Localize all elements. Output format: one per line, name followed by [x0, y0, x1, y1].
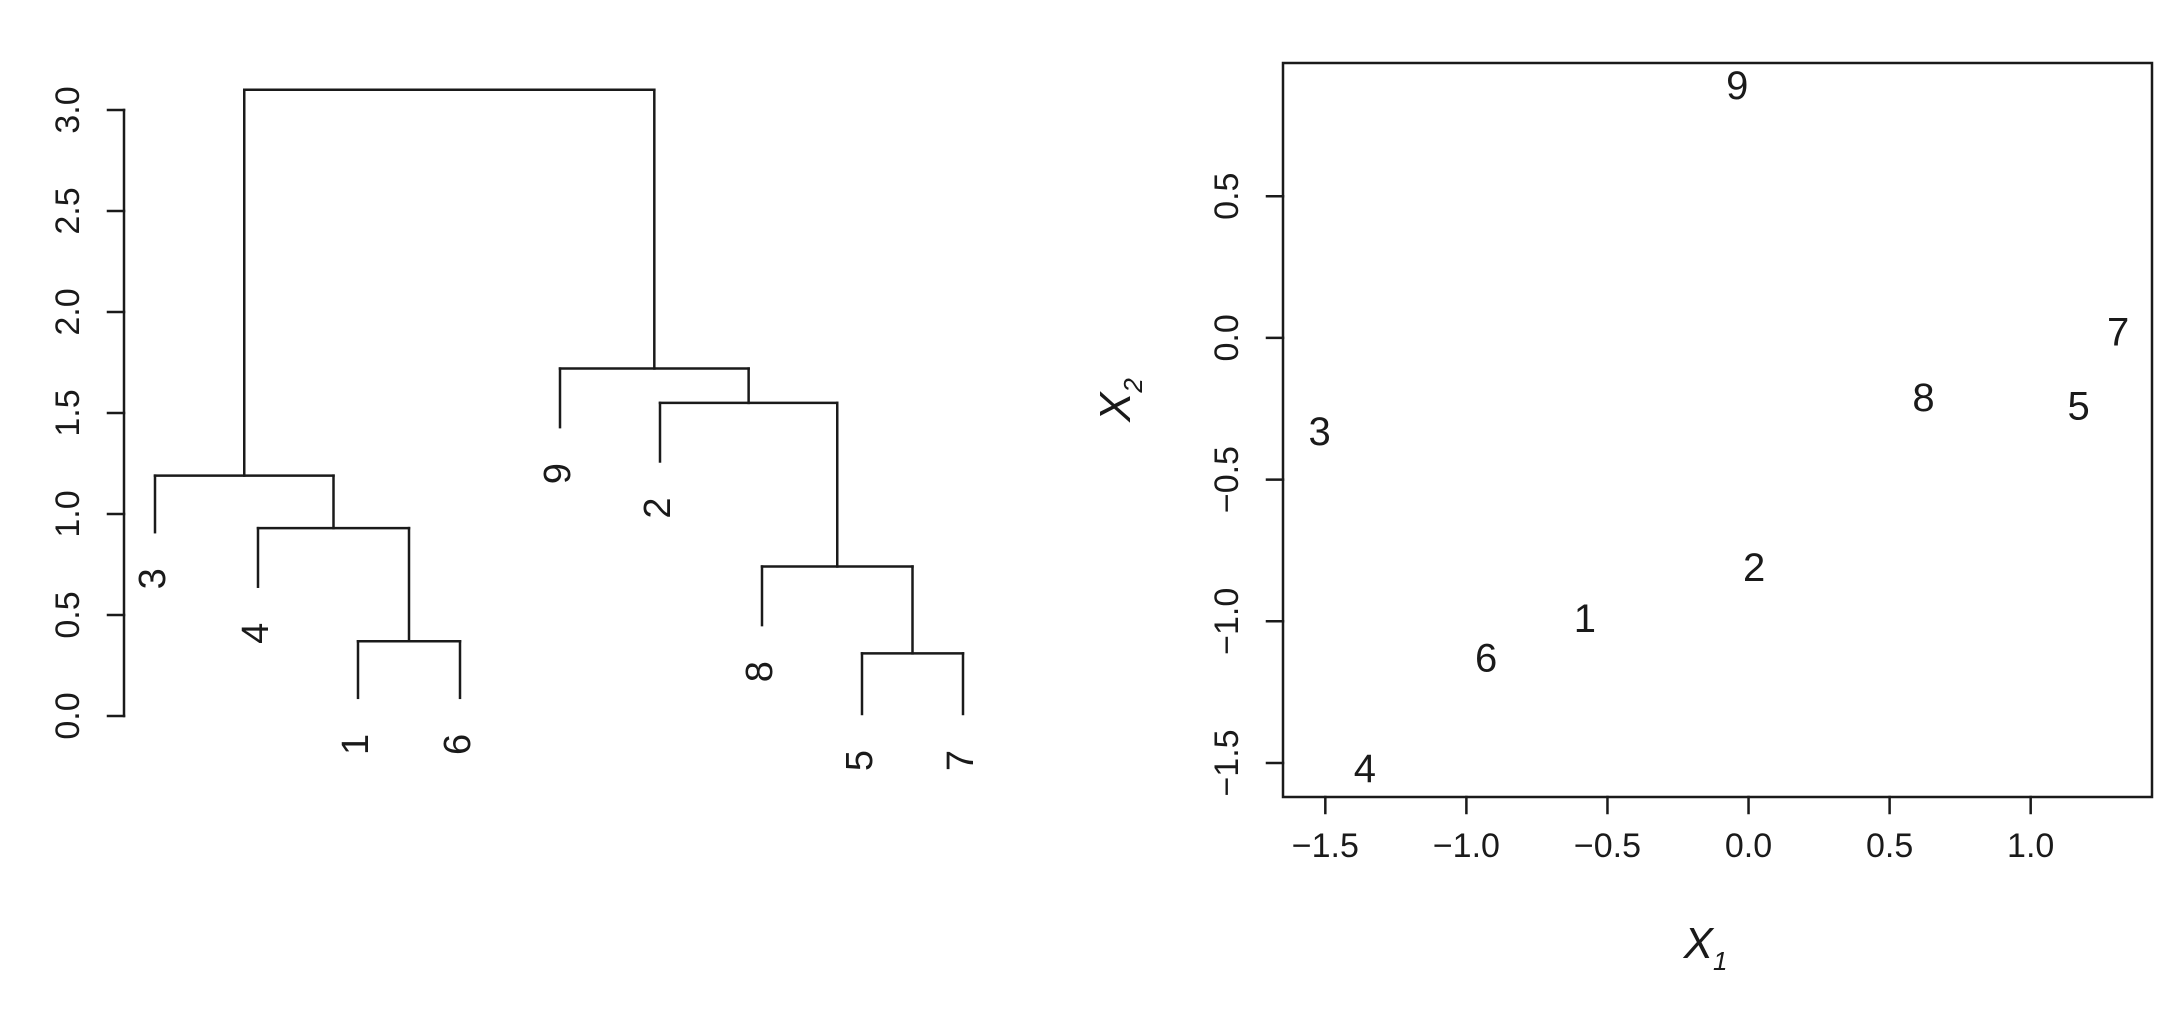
scatter-y-axis-title: X2: [1091, 378, 1148, 423]
scatter-x-axis-title: X1: [1683, 919, 1728, 976]
scatter-x-tick-label: 0.5: [1866, 827, 1913, 865]
dendro-y-tick-label: 1.0: [49, 490, 87, 537]
scatter-point-label: 9: [1726, 64, 1748, 108]
dendro-y-tick-label: 3.0: [49, 86, 87, 133]
dendro-leaf-label: 6: [437, 734, 479, 755]
scatter-y-tick-label: −0.5: [1208, 446, 1246, 513]
scatter-y-axis-title-sub: 2: [1118, 378, 1148, 394]
scatter-point-label: 2: [1743, 546, 1765, 590]
scatter-point-label: 1: [1574, 597, 1596, 641]
dendro-leaf-label: 5: [839, 750, 881, 771]
dendro-y-tick-label: 1.5: [49, 389, 87, 436]
scatter-y-tick-label: −1.5: [1208, 729, 1246, 796]
scatter-y-tick-label: −1.0: [1208, 588, 1246, 655]
dendro-leaf-label: 9: [537, 463, 579, 484]
scatter-x-axis-title-main: X: [1683, 919, 1715, 968]
scatter-point-label: 6: [1475, 637, 1497, 681]
scatter-x-tick-label: −0.5: [1574, 827, 1641, 865]
scatter-point-label: 5: [2068, 384, 2090, 428]
dendro-y-tick-label: 0.0: [49, 692, 87, 739]
scatter-x-tick-label: −1.0: [1433, 827, 1500, 865]
dendro-leaf-label: 4: [235, 623, 277, 644]
scatter-point-label: 8: [1912, 376, 1934, 420]
scatter-x-tick-label: 0.0: [1725, 827, 1772, 865]
scatter-plot-frame: [1281, 61, 2154, 799]
scatter-y-tick-label: 0.5: [1208, 173, 1246, 220]
dendro-leaf-label: 8: [739, 661, 781, 682]
dendro-y-tick-label: 0.5: [49, 591, 87, 638]
scatter-x-tick-label: −1.5: [1292, 827, 1359, 865]
scatter-y-axis-title-main: X: [1091, 391, 1140, 423]
scatter-point-label: 7: [2107, 311, 2129, 355]
dendro-leaf-label: 3: [132, 568, 174, 589]
dendro-leaf-label: 2: [637, 497, 679, 518]
scatter-x-tick-label: 1.0: [2007, 827, 2054, 865]
dendro-leaf-label: 1: [335, 734, 377, 755]
scatter-x-axis-title-sub: 1: [1713, 946, 1727, 976]
dendro-y-tick-label: 2.5: [49, 187, 87, 234]
scatter-point-label: 4: [1354, 747, 1376, 791]
scatter-point-label: 3: [1309, 410, 1331, 454]
dendro-leaf-label: 7: [940, 750, 982, 771]
dendro-y-tick-label: 2.0: [49, 288, 87, 335]
scatter-y-tick-label: 0.0: [1208, 314, 1246, 361]
